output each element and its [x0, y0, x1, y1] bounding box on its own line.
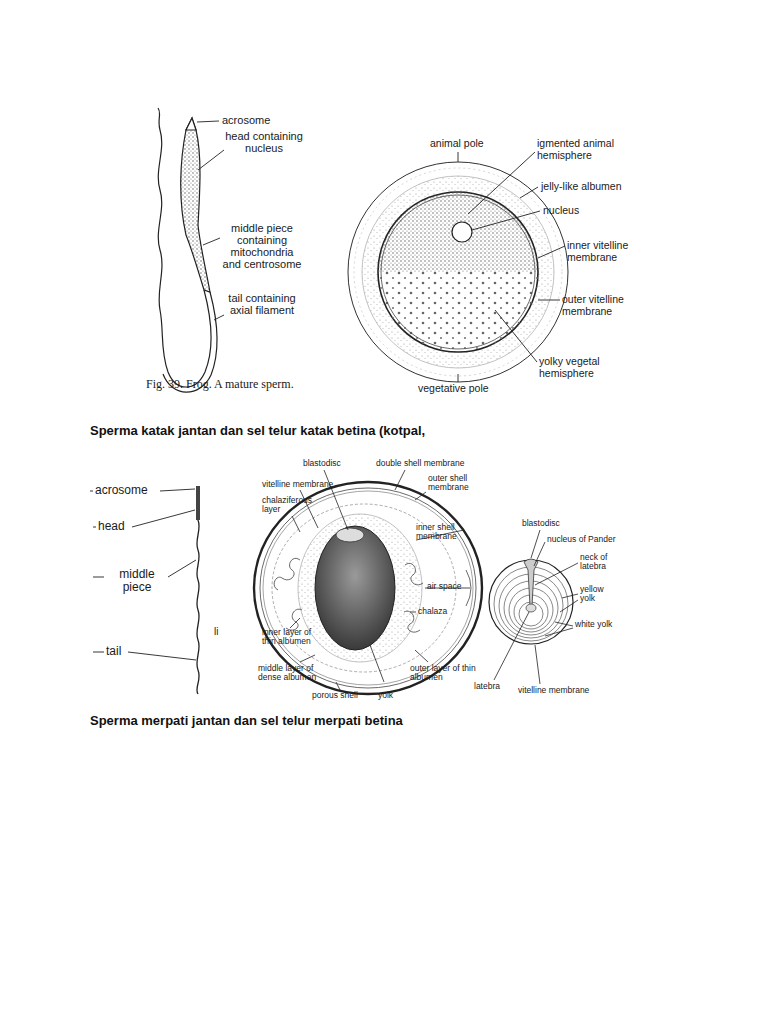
part-label: acrosome — [222, 114, 302, 126]
part-label: air space — [427, 582, 487, 591]
part-label: nucleus — [543, 205, 623, 217]
caption-text: Sperma merpati jantan dan sel telur merp… — [90, 714, 610, 728]
part-label: latebra — [474, 682, 524, 691]
part-label: middle piece containing mitochondria and… — [220, 222, 304, 270]
part-label: chalaziferous layer — [262, 496, 332, 515]
part-label: outer shell membrane — [428, 474, 498, 493]
part-label: inner vitelline membrane — [567, 240, 649, 263]
caption-text: Sperma katak jantan dan sel telur katak … — [90, 424, 610, 438]
part-label: li — [214, 626, 234, 637]
part-label: outer layer of thin albumen — [410, 664, 480, 683]
part-label: blastodisc — [303, 459, 363, 468]
part-label: middle piece — [106, 568, 168, 594]
part-label: jelly-like albumen — [541, 181, 651, 193]
part-label: yolky vegetal hemisphere — [539, 356, 625, 379]
part-label: nucleus of Pander — [547, 535, 637, 544]
part-label: white yolk — [575, 620, 635, 629]
part-label: head — [98, 520, 148, 533]
caption-text: Fig. 39. Frog. A mature sperm. — [146, 378, 386, 391]
part-label: acrosome — [95, 484, 165, 497]
part-label: vitelline membrane — [262, 480, 352, 489]
part-label: neck of latebra — [580, 553, 630, 572]
part-label: chalaza — [418, 607, 478, 616]
part-label: blastodisc — [522, 519, 582, 528]
part-label: vitelline membrane — [518, 686, 618, 695]
part-label: animal pole — [430, 138, 510, 150]
part-label: head containing nucleus — [222, 130, 306, 154]
part-label: tail containing axial filament — [222, 292, 302, 316]
part-label: outer vitelline membrane — [562, 294, 644, 317]
part-label: inner layer of thin albumen — [262, 628, 312, 647]
part-label: yolk — [378, 691, 408, 700]
part-label: double shell membrane — [376, 459, 486, 468]
part-label: igmented animal hemisphere — [537, 138, 637, 161]
part-label: vegetative pole — [418, 383, 528, 395]
part-label: yellow yolk — [580, 585, 620, 604]
part-label: middle layer of dense albumen — [258, 664, 332, 683]
part-label: inner shell membrane — [416, 523, 476, 542]
part-label: porous shell — [312, 691, 382, 700]
part-label: tail — [106, 645, 146, 658]
